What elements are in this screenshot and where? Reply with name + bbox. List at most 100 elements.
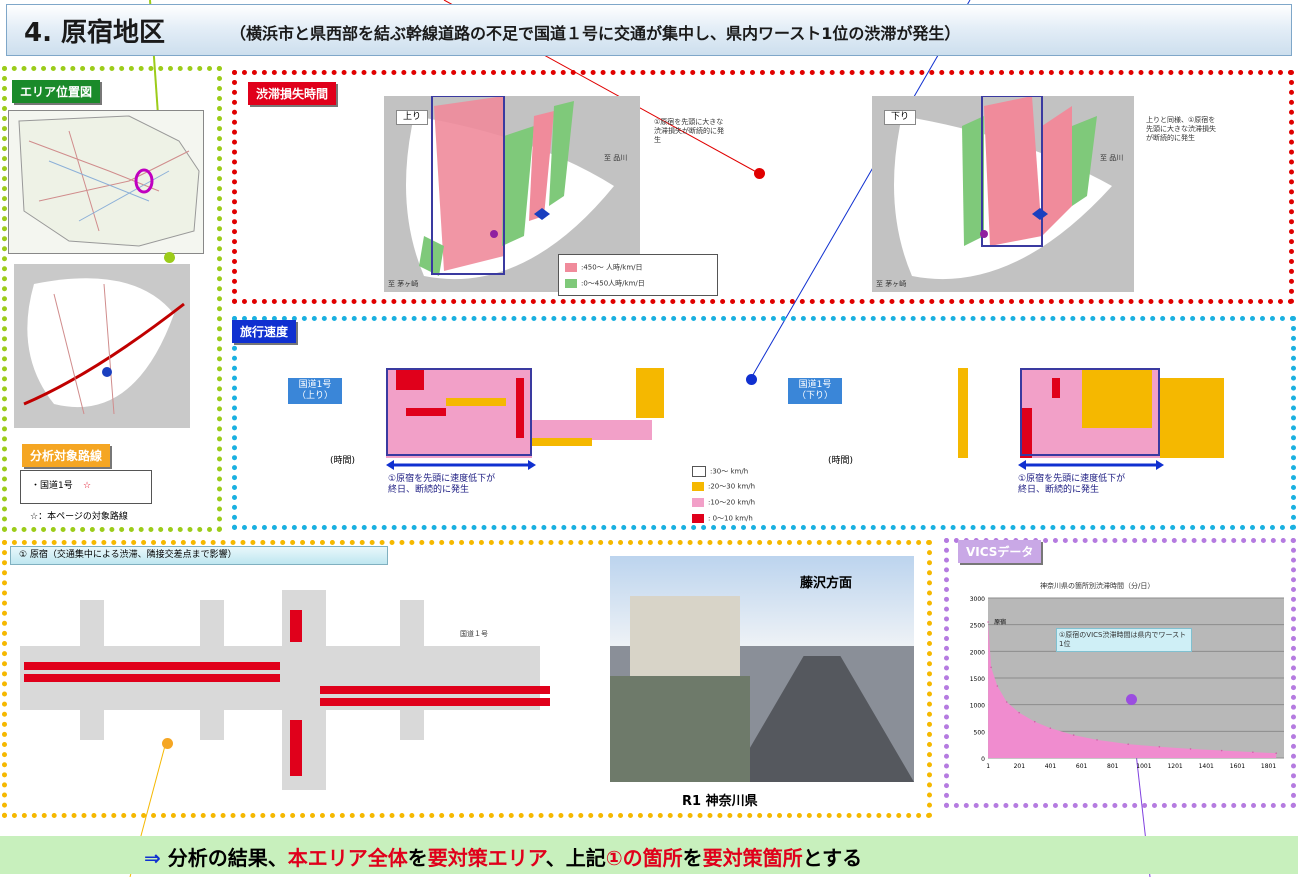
queue-east-upper (320, 686, 550, 694)
speed-grid-down (872, 368, 1224, 458)
legend-swatch-red (692, 514, 704, 523)
speed-down-route: 国道1号 （下り） (788, 378, 842, 404)
speed-up-yellow-2 (636, 368, 664, 418)
speed-up-arrow (386, 460, 536, 470)
speed-up-time-axis: (時間) (330, 456, 356, 466)
legend-swatch-yellow (692, 482, 704, 491)
photo-road (730, 656, 914, 782)
vics-xtick-label: 401 (1045, 763, 1057, 770)
vics-ytick-label: 1000 (970, 703, 985, 710)
vics-chart-title: 神奈川県の箇所別渋滞時間（分/日） (1040, 582, 1155, 590)
vics-ytick-label: 1500 (970, 676, 985, 683)
loss-up-note: ①原宿を先頭に大きな渋滞損失が断続的に発生 (654, 118, 724, 144)
speed-up-route: 国道1号 （上り） (288, 378, 342, 404)
photo-caption-bottom: R1 神奈川県 (682, 794, 758, 809)
speed-marker-dot (746, 374, 757, 385)
area-map-panel (2, 66, 222, 532)
loss-marker-dot (754, 168, 765, 179)
vics-data-point (1005, 701, 1008, 703)
vics-data-point (1018, 711, 1020, 714)
vics-data-point (1189, 748, 1192, 750)
speed-legend-20: :20～30 km/h (692, 482, 755, 492)
vics-callout: ①原宿のVICS渋滞時間は県内でワースト1位 (1056, 628, 1192, 652)
harajuku-road-diagram: 国道１号 (20, 590, 560, 790)
vics-ytick-label: 0 (981, 756, 985, 763)
speed-down-yellow-1 (1082, 368, 1152, 428)
speed-down-yellow-2 (958, 368, 968, 458)
loss-legend-low: :0～450人時/km/日 (565, 279, 645, 289)
vics-data-point (996, 685, 999, 687)
loss-map-down: 下り 至 品川 至 茅ヶ崎 (872, 95, 1134, 292)
harajuku-marker-dot (162, 738, 173, 749)
loss-up-label: 上り (396, 110, 429, 125)
route-name: ・国道1号 (31, 481, 73, 491)
speed-legend-10: :10～20 km/h (692, 498, 755, 508)
queue-west-upper (24, 662, 280, 670)
speed-down-yellow-tail (1160, 378, 1224, 458)
harajuku-panel (2, 540, 932, 818)
speed-up-red-3 (516, 378, 524, 438)
vics-xtick-label: 201 (1014, 763, 1026, 770)
legend-swatch-pink2 (692, 498, 704, 507)
vics-data-point (1220, 749, 1223, 752)
queue-west-lower (24, 674, 280, 682)
area-marker-dot (164, 252, 175, 263)
vics-data-point (1127, 743, 1130, 745)
vics-xtick-label: 601 (1076, 763, 1088, 770)
page-subtitle: （横浜市と県西部を結ぶ幹線道路の不足で国道１号に交通が集中し、県内ワースト1位の… (230, 24, 961, 43)
speed-legend-0: : 0～10 km/h (692, 514, 753, 524)
vics-area-series (988, 622, 1277, 758)
speed-up-red-1 (396, 368, 424, 390)
vics-xtick-label: 1201 (1167, 763, 1182, 770)
vics-xtick-label: 1801 (1261, 763, 1276, 770)
speed-up-yellow-1 (532, 438, 592, 446)
legend-swatch-white (692, 466, 706, 477)
vics-data-point (1096, 739, 1098, 741)
conclusion-bar: ⇒ 分析の結果、本エリア全体を要対策エリア、上記①の箇所を要対策箇所とする (0, 836, 1298, 874)
speed-legend-30: :30～ km/h (692, 466, 748, 477)
vics-data-point (1252, 751, 1254, 753)
vics-ytick-label: 2500 (970, 623, 985, 630)
loss-down-label: 下り (884, 110, 917, 125)
photo-cars (610, 676, 750, 782)
photo-caption-direction: 藤沢方面 (800, 576, 853, 591)
vics-ytick-label: 2000 (970, 649, 985, 656)
route-footnote: ☆：本ページの対象路線 (30, 512, 128, 522)
vics-ytick-label: 500 (974, 729, 986, 736)
route-box: ・国道1号 ☆ (20, 470, 152, 504)
speed-up-note: ①原宿を先頭に速度低下が 終日、断続的に発生 (388, 474, 496, 495)
prefecture-map-drawing (18, 115, 200, 247)
conclusion-arrow-icon: ⇒ (144, 846, 161, 870)
speed-legend: :30～ km/h :20～30 km/h :10～20 km/h : 0～10… (692, 466, 802, 530)
conclusion-text: ⇒ 分析の結果、本エリア全体を要対策エリア、上記①の箇所を要対策箇所とする (144, 846, 863, 870)
speed-down-time-axis: (時間) (828, 456, 854, 466)
speed-up-highlight (386, 368, 532, 456)
vics-data-point (1275, 752, 1278, 754)
legend-swatch-green (565, 279, 577, 288)
cross-road (282, 590, 326, 790)
loss-map-up: 上り 至 品川 至 茅ヶ崎 (384, 95, 640, 292)
speed-down-highlight (1020, 368, 1160, 456)
speed-grid-up (386, 368, 736, 458)
side-road-2 (200, 600, 224, 740)
harajuku-photo: 藤沢方面 (610, 556, 914, 782)
loss-legend: :450～ 人時/km/日 :0～450人時/km/日 (558, 254, 718, 296)
legend-swatch-pink (565, 263, 577, 272)
queue-north (290, 610, 302, 642)
vics-data-point (990, 666, 992, 669)
congestion-loss-label: 渋滞損失時間 (248, 82, 337, 105)
side-road-1 (80, 600, 104, 740)
congestion-loss-panel (232, 70, 1294, 304)
vics-data-point (987, 621, 989, 623)
route-star-icon: ☆ (83, 481, 92, 491)
vics-xtick-label: 1001 (1136, 763, 1151, 770)
vics-xtick-label: 1601 (1230, 763, 1245, 770)
vics-ytick-label: 3000 (970, 596, 985, 603)
vics-xtick-label: 801 (1107, 763, 1119, 770)
harajuku-label: ① 原宿（交通集中による渋滞、隣接交差点まで影響） (10, 546, 388, 565)
vics-label: VICSデータ (958, 540, 1042, 563)
vics-xtick-label: 1401 (1199, 763, 1214, 770)
travel-speed-label: 旅行速度 (232, 320, 297, 343)
title-bar (6, 4, 1292, 56)
speed-down-arrow (1018, 460, 1164, 470)
